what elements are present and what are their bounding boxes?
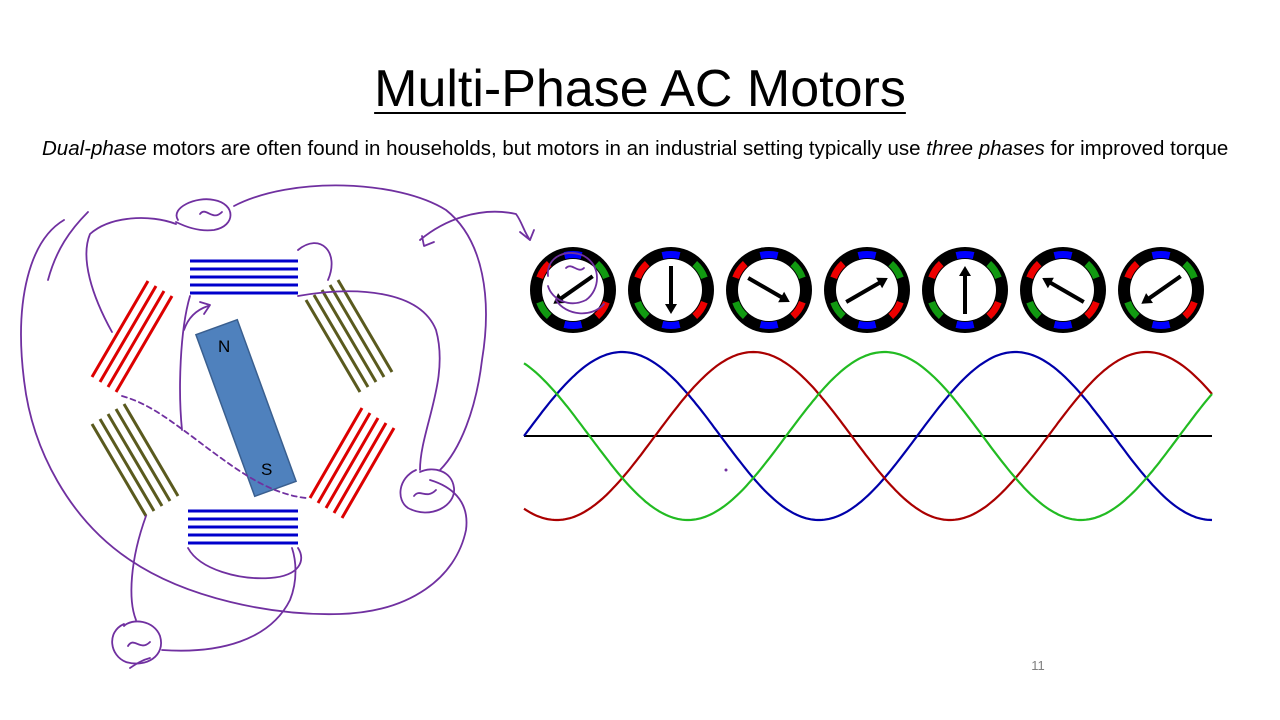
phase-wave-3: [523, 350, 1213, 522]
rotor-frame-5: [922, 247, 1008, 333]
field-arrow-head: [1042, 277, 1054, 289]
intro-middle: motors are often found in households, bu…: [146, 137, 927, 160]
phase-wave-2: [523, 350, 1213, 522]
field-arrow-head: [1141, 293, 1153, 304]
magnet-north-label: N: [218, 337, 230, 356]
intro-three-phases: three phases: [926, 137, 1045, 160]
frame-1-ink: [547, 252, 605, 315]
stator-coil-bottom: [188, 509, 298, 545]
ink-annotations: ~~~: [20, 184, 535, 669]
rotor-frame-3: [726, 247, 812, 333]
ink-dot: [724, 468, 728, 472]
stator-coil-lower-left: [90, 403, 180, 517]
field-arrow-head: [665, 304, 677, 314]
field-arrow-shaft: [1048, 280, 1085, 304]
field-arrow-head: [778, 291, 790, 303]
stator-coil-lower-right: [308, 407, 396, 519]
field-arrow-head: [876, 277, 888, 289]
rotor-frame-7: [1118, 247, 1204, 333]
stator-coil-upper-left: [90, 280, 174, 393]
rotor-frame-6: [1020, 247, 1106, 333]
field-arrow-shaft: [747, 276, 784, 300]
rotor-frame-2: [628, 247, 714, 333]
stator-coil-upper-right: [304, 279, 394, 393]
rotor-magnet: [194, 318, 298, 498]
field-arrow-head: [959, 266, 971, 276]
magnet-south-label: S: [261, 460, 272, 479]
stator-coil-top: [190, 259, 298, 295]
intro-end: for improved torque: [1044, 137, 1229, 160]
field-arrow-shaft: [1146, 274, 1182, 301]
field-arrow-shaft: [845, 280, 882, 304]
phase-wave-1: [523, 350, 1213, 522]
page-number: 11: [1031, 658, 1045, 673]
field-arrow-shaft: [558, 274, 594, 301]
slide-title: Multi-Phase AC Motors: [374, 60, 906, 118]
intro-text: Dual-phase motors are often found in hou…: [42, 134, 1232, 163]
intro-dual-phase: Dual-phase: [42, 137, 147, 160]
rotor-frame-4: [824, 247, 910, 333]
